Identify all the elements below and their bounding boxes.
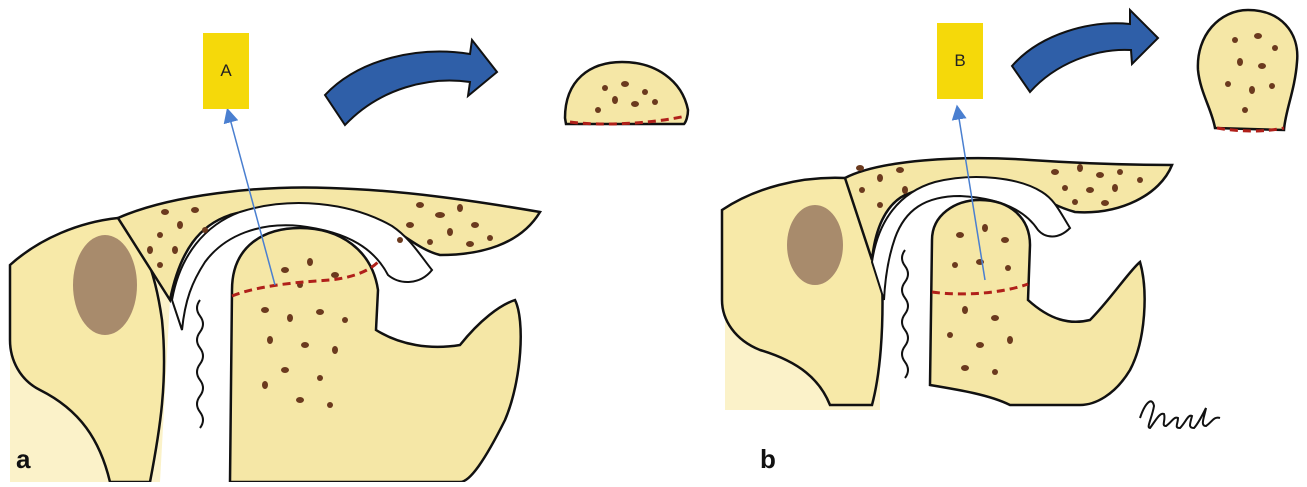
panel-b-condyle	[930, 200, 1145, 405]
callout-a-label: A	[220, 61, 231, 81]
artist-signature	[1140, 401, 1220, 428]
panel-a-retrodiscal-tissue	[197, 300, 203, 428]
callout-b-label: B	[954, 51, 965, 71]
panel-b-retrodiscal-tissue	[902, 250, 908, 378]
curved-arrow-icon	[1012, 10, 1158, 92]
callout-a: A	[203, 33, 249, 109]
panel-a	[10, 40, 688, 482]
callout-b: B	[937, 23, 983, 99]
panel-a-resected-condyle	[565, 62, 688, 124]
panel-tag-a: a	[16, 444, 30, 475]
panel-b	[722, 10, 1297, 428]
curved-arrow-icon	[325, 40, 497, 125]
panel-tag-b: b	[760, 444, 776, 475]
panel-a-tooth-shadow	[73, 235, 137, 335]
panel-b-tooth-shadow	[787, 205, 843, 285]
panel-b-resected-condyle	[1198, 10, 1297, 130]
